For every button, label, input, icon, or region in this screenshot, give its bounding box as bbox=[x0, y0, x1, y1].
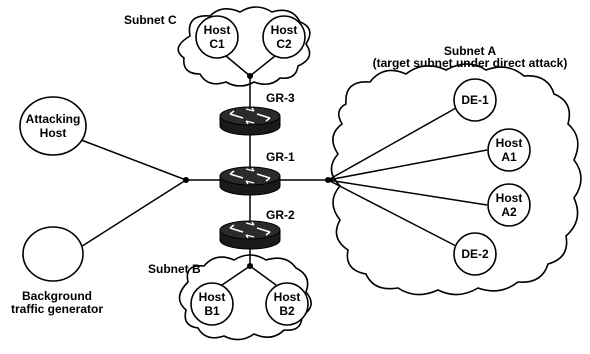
host-b1-line1: Host bbox=[199, 290, 226, 304]
junction-subnet-c bbox=[247, 73, 253, 79]
background-label-line2: traffic generator bbox=[11, 302, 103, 316]
router-gr2 bbox=[219, 220, 281, 250]
subnet-a-cloud bbox=[330, 63, 582, 296]
router-gr2-label: GR-2 bbox=[266, 208, 295, 222]
subnet-c-title: Subnet C bbox=[124, 13, 177, 27]
host-c1-line2: C1 bbox=[209, 37, 225, 51]
host-b1-line2: B1 bbox=[204, 304, 220, 318]
attacking-host: Attacking Host bbox=[19, 96, 87, 156]
host-a2: Host A2 bbox=[487, 183, 531, 227]
host-c1-line1: Host bbox=[204, 23, 231, 37]
host-de2: DE-2 bbox=[453, 232, 497, 276]
junction-subnet-a bbox=[325, 177, 331, 183]
background-label-line1: Background bbox=[22, 289, 92, 303]
host-b2-line2: B2 bbox=[279, 304, 295, 318]
host-b1: Host B1 bbox=[190, 282, 234, 326]
host-a2-line2: A2 bbox=[501, 205, 517, 219]
host-de1-label: DE-1 bbox=[461, 93, 489, 107]
router-gr1-label: GR-1 bbox=[266, 150, 295, 164]
host-de2-label: DE-2 bbox=[461, 247, 489, 261]
subnet-a-title: Subnet A bbox=[444, 44, 497, 58]
host-a1-line2: A1 bbox=[501, 150, 517, 164]
host-c1: Host C1 bbox=[195, 15, 239, 59]
host-de1: DE-1 bbox=[453, 78, 497, 122]
junction-subnet-b bbox=[247, 263, 253, 269]
attacking-host-line2: Host bbox=[40, 126, 67, 140]
host-a1-line1: Host bbox=[496, 136, 523, 150]
router-gr3 bbox=[219, 106, 281, 136]
router-gr1 bbox=[219, 166, 281, 196]
host-c2-line2: C2 bbox=[276, 37, 292, 51]
subnet-a-subtitle: (target subnet under direct attack) bbox=[373, 56, 568, 70]
subnet-b-title: Subnet B bbox=[148, 262, 201, 276]
router-gr3-label: GR-3 bbox=[266, 91, 295, 105]
attacking-host-line1: Attacking bbox=[26, 112, 81, 126]
network-links bbox=[75, 55, 488, 286]
host-c2: Host C2 bbox=[262, 15, 306, 59]
background-traffic-generator bbox=[22, 226, 84, 282]
junction-left bbox=[183, 177, 189, 183]
host-a1: Host A1 bbox=[487, 128, 531, 172]
host-b2-line1: Host bbox=[274, 290, 301, 304]
host-c2-line1: Host bbox=[271, 23, 298, 37]
host-a2-line1: Host bbox=[496, 191, 523, 205]
host-b2: Host B2 bbox=[265, 282, 309, 326]
